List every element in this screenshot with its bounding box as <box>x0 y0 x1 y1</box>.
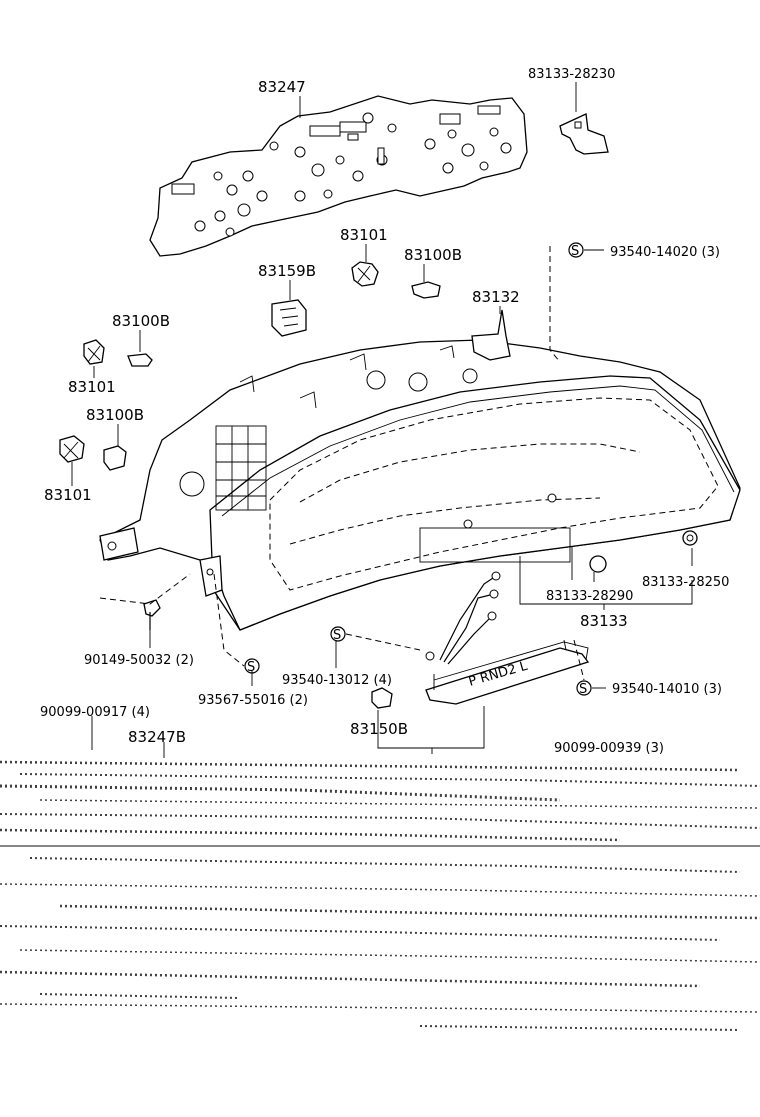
clip-83133-28250 <box>682 530 698 546</box>
connector-83159b <box>271 299 307 337</box>
screw-marker-93540-13012: S <box>330 626 346 643</box>
svg-text:S: S <box>247 660 255 675</box>
printed-circuit-plate <box>149 95 528 257</box>
label-90099-00939: 90099-00939 (3) <box>554 741 664 756</box>
label-83101-left2: 83101 <box>44 486 92 504</box>
label-83247: 83247 <box>258 78 306 96</box>
svg-text:S: S <box>333 628 341 643</box>
clip-83133-28290 <box>589 555 607 573</box>
label-83100b-left1: 83100B <box>112 312 170 330</box>
label-83101-left1: 83101 <box>68 378 116 396</box>
bulb-socket-left-1 <box>83 339 105 365</box>
screw-90149-50032 <box>143 599 161 630</box>
label-83132: 83132 <box>472 288 520 306</box>
leader-screw-left <box>99 573 191 605</box>
screw-marker-93540-14010: S <box>576 680 592 697</box>
leader-93567-55016 <box>213 573 245 667</box>
bulb-top <box>411 281 441 299</box>
label-83247b: 83247B <box>128 728 186 746</box>
leader-93540-13012 <box>345 633 421 651</box>
bulb-left-1 <box>127 353 153 367</box>
label-83133: 83133 <box>580 612 628 630</box>
leader-93540-14010 <box>573 639 585 681</box>
label-83133-28290: 83133-28290 <box>546 589 633 604</box>
label-83133-28230: 83133-28230 <box>528 67 615 82</box>
screw-marker-93567-55016: S <box>244 658 260 675</box>
bulb-socket-left-2 <box>59 435 85 463</box>
screw-marker-93540-14020: S <box>568 242 584 259</box>
label-93567-55016: 93567-55016 (2) <box>198 693 308 708</box>
svg-text:S: S <box>571 244 579 259</box>
bracket-83150b <box>377 706 485 749</box>
bracket-83132 <box>471 309 511 361</box>
scan-noise-region <box>0 760 760 1031</box>
label-93540-14020: 93540-14020 (3) <box>610 245 720 260</box>
bulb-socket-top <box>351 261 379 287</box>
svg-text:S: S <box>579 682 587 697</box>
bulb-83150b <box>371 687 393 709</box>
label-83100b-left2: 83100B <box>86 406 144 424</box>
bulb-left-2 <box>103 445 127 471</box>
label-83159b: 83159B <box>258 262 316 280</box>
bracket-part <box>559 113 609 155</box>
label-93540-14010: 93540-14010 (3) <box>612 682 722 697</box>
label-83150b: 83150B <box>350 720 408 738</box>
label-83101-top: 83101 <box>340 226 388 244</box>
meter-housing <box>99 339 741 631</box>
label-90149-50032: 90149-50032 (2) <box>84 653 194 668</box>
label-90099-00917: 90099-00917 (4) <box>40 705 150 720</box>
bracket-83133-group <box>519 556 693 605</box>
leader-93540-14020 <box>549 246 561 363</box>
label-83133-28250: 83133-28250 <box>642 575 729 590</box>
label-93540-13012: 93540-13012 (4) <box>282 673 392 688</box>
label-83100b-top: 83100B <box>404 246 462 264</box>
